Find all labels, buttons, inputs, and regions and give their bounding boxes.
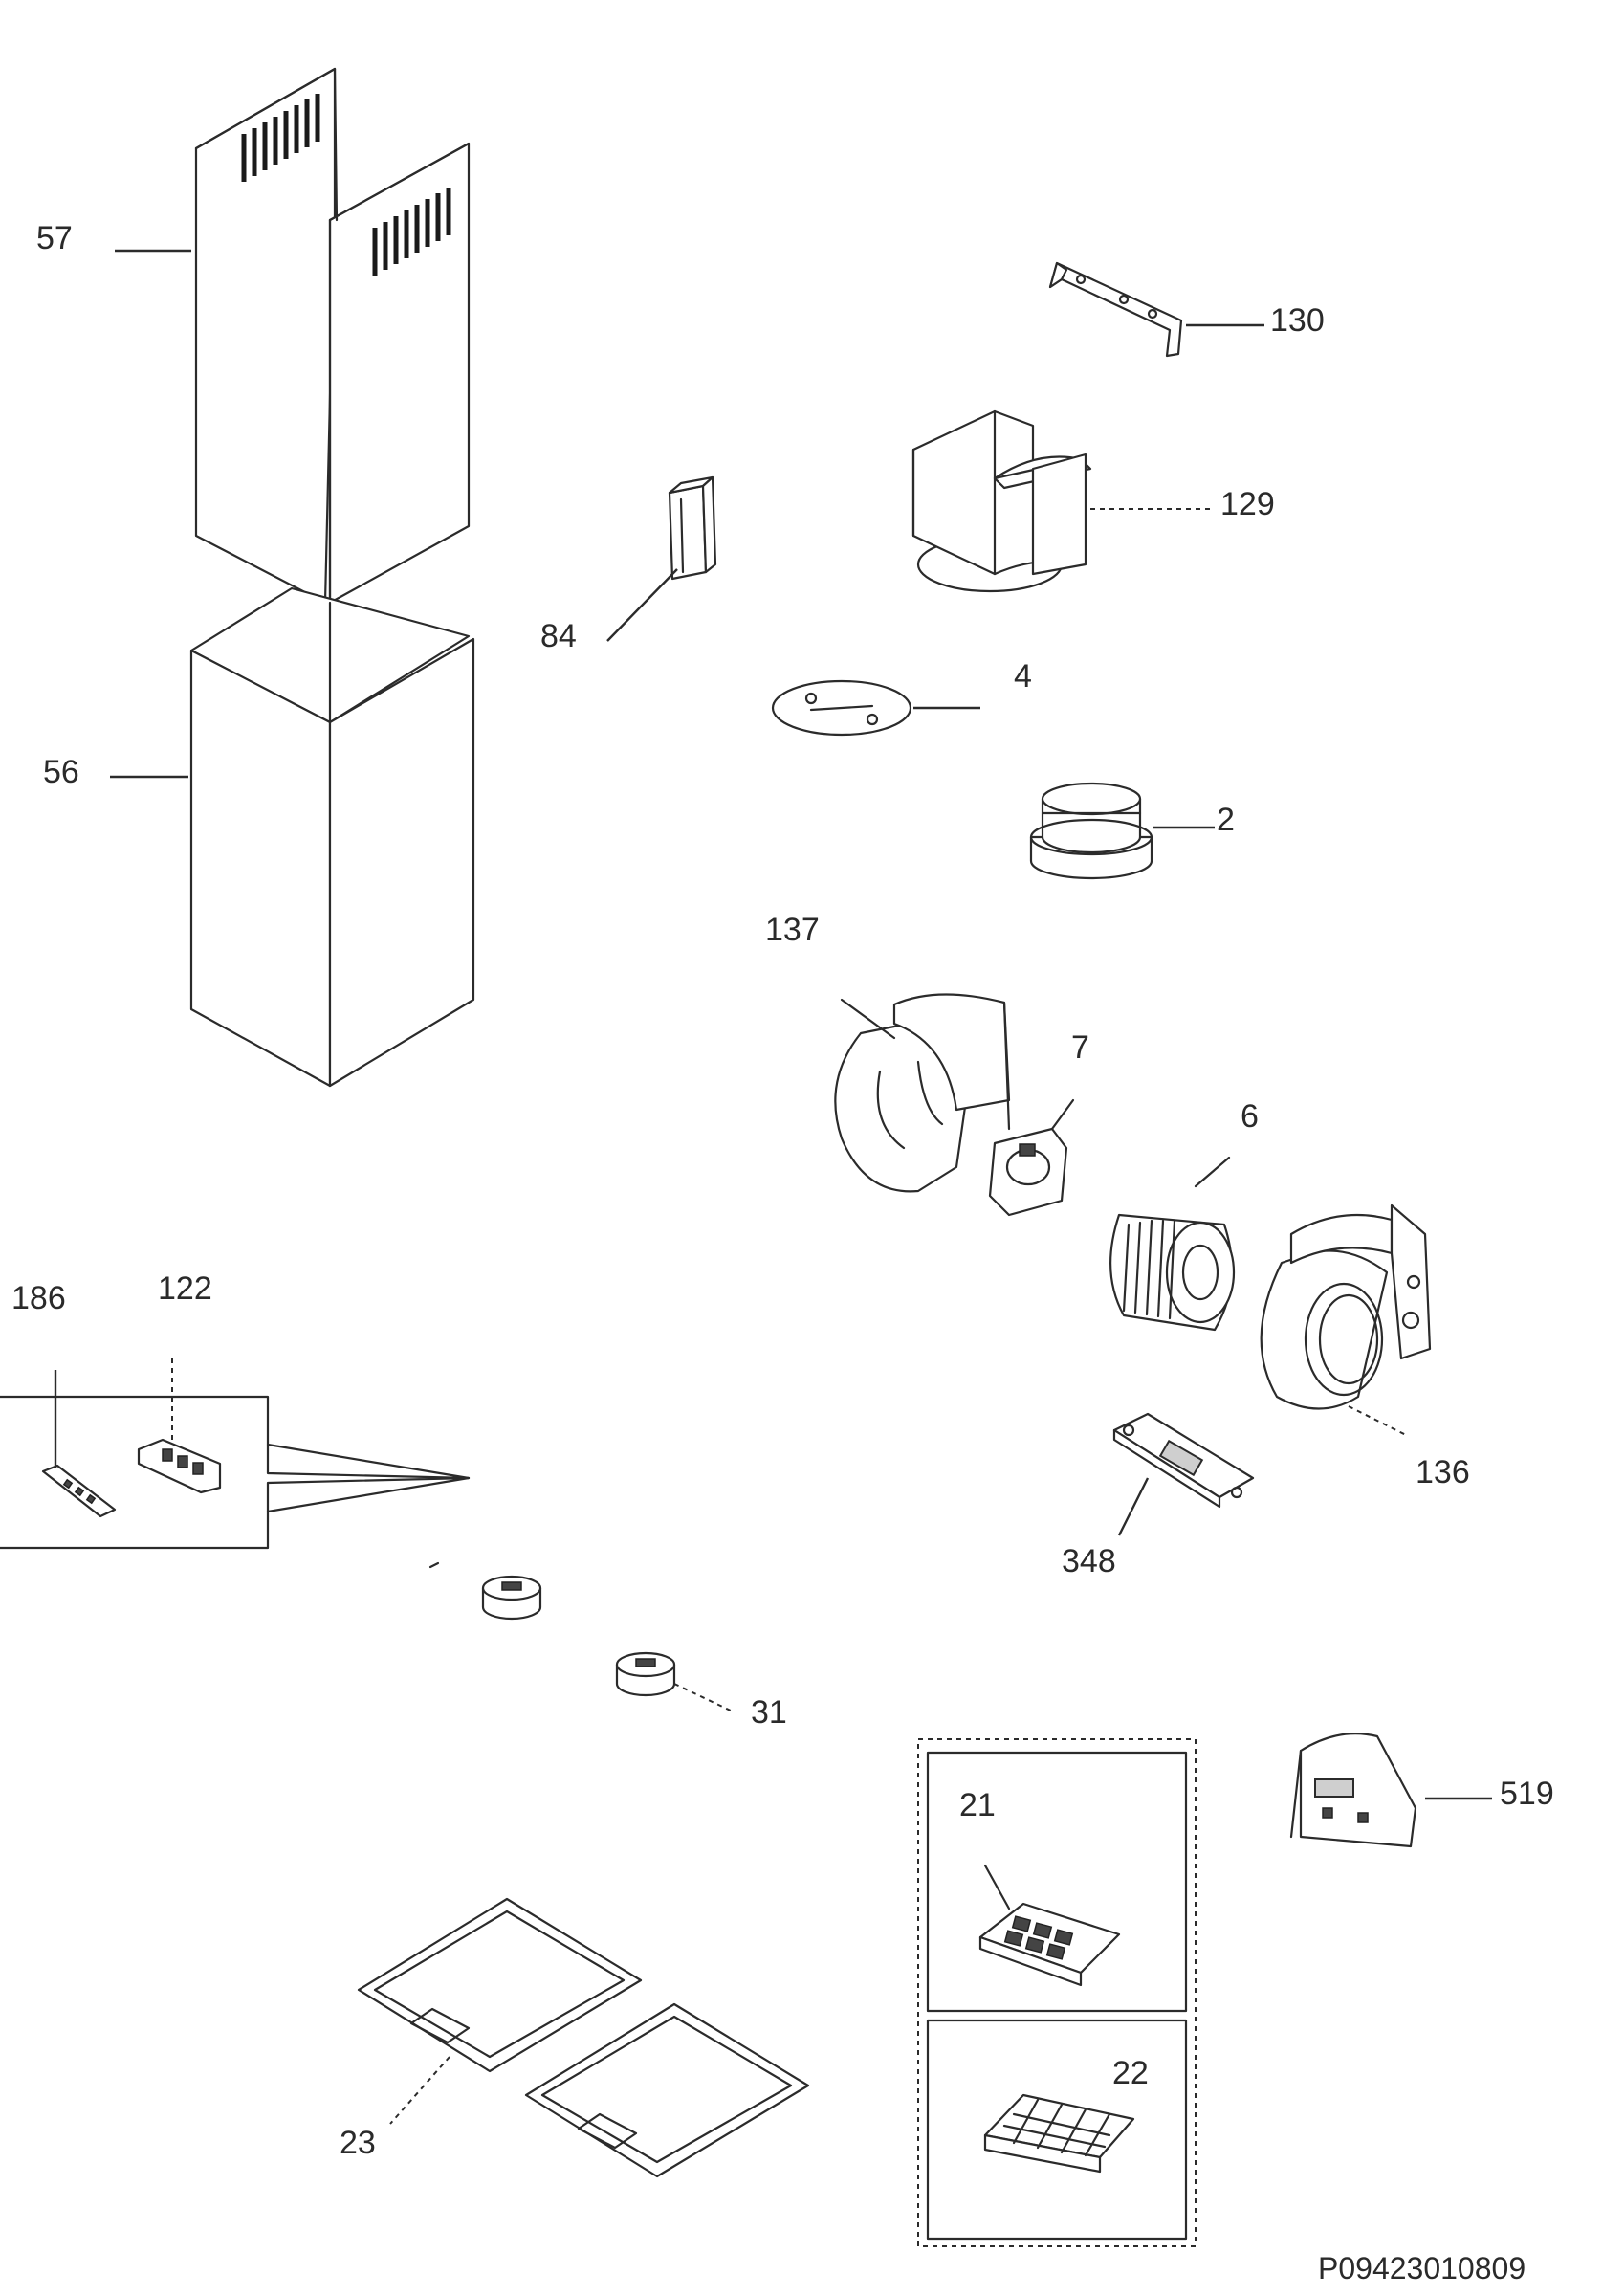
part-2-collar xyxy=(1029,782,1153,880)
label-31: 31 xyxy=(751,1694,787,1731)
label-519: 519 xyxy=(1500,1776,1554,1812)
label-4: 4 xyxy=(1014,658,1032,695)
leader-31 xyxy=(673,1683,736,1713)
leader-348 xyxy=(1117,1477,1150,1536)
leader-84 xyxy=(606,568,678,642)
part-122-switch xyxy=(137,1438,222,1494)
vent-slots-right xyxy=(372,188,451,276)
label-122: 122 xyxy=(158,1270,212,1307)
label-21: 21 xyxy=(959,1787,996,1823)
leader-21 xyxy=(983,1864,1011,1910)
part-137-fan-housing xyxy=(834,993,1011,1193)
vent-slots-left xyxy=(241,94,320,182)
label-22: 22 xyxy=(1112,2055,1149,2091)
leader-23 xyxy=(389,2056,450,2125)
control-detail-callout xyxy=(0,1395,471,1550)
label-23: 23 xyxy=(340,2125,376,2161)
label-7: 7 xyxy=(1071,1029,1089,1066)
part-186-panel xyxy=(41,1464,117,1518)
upper-chimney-cover xyxy=(194,67,471,605)
part-7-motor xyxy=(988,1127,1068,1217)
lower-chimney-cover xyxy=(189,586,475,1088)
part-31-knob-upper xyxy=(481,1575,542,1621)
drawing-code: P09423010809 xyxy=(1318,2251,1526,2285)
part-6-blower-wheel xyxy=(1109,1213,1236,1332)
part-519-kit xyxy=(1289,1733,1417,1848)
filter-22-grid xyxy=(1002,2098,1111,2157)
part-130-bracket xyxy=(1048,261,1183,358)
leader-6 xyxy=(1194,1156,1231,1188)
label-130: 130 xyxy=(1270,302,1325,339)
label-186: 186 xyxy=(11,1280,66,1316)
leader-137 xyxy=(840,998,896,1040)
part-31-knob-lower xyxy=(615,1651,676,1697)
part-136-rear-housing xyxy=(1260,1203,1432,1410)
part-348-light-unit xyxy=(1112,1412,1255,1509)
part-23-grease-filter-right xyxy=(524,2002,810,2178)
filter-options-frame xyxy=(917,1738,1197,2247)
part-129-outlet xyxy=(911,409,1092,593)
part-84-box xyxy=(668,475,717,581)
part-21-carbon-filter xyxy=(978,1902,1121,1987)
label-57: 57 xyxy=(36,220,73,256)
label-6: 6 xyxy=(1241,1098,1259,1135)
label-137: 137 xyxy=(765,912,820,948)
tick-mark xyxy=(428,1561,440,1569)
blower-vanes xyxy=(1122,1219,1176,1320)
part-23-grease-filter-left xyxy=(357,1897,643,2073)
part-22-carbon-filter xyxy=(983,2093,1135,2174)
part-4-disc xyxy=(771,679,912,737)
label-56: 56 xyxy=(43,754,79,790)
label-136: 136 xyxy=(1416,1454,1470,1490)
leader-7 xyxy=(1050,1098,1075,1131)
label-348: 348 xyxy=(1062,1543,1116,1579)
leader-136 xyxy=(1348,1405,1407,1436)
label-84: 84 xyxy=(540,618,577,654)
label-129: 129 xyxy=(1220,486,1275,522)
label-2: 2 xyxy=(1217,802,1235,838)
